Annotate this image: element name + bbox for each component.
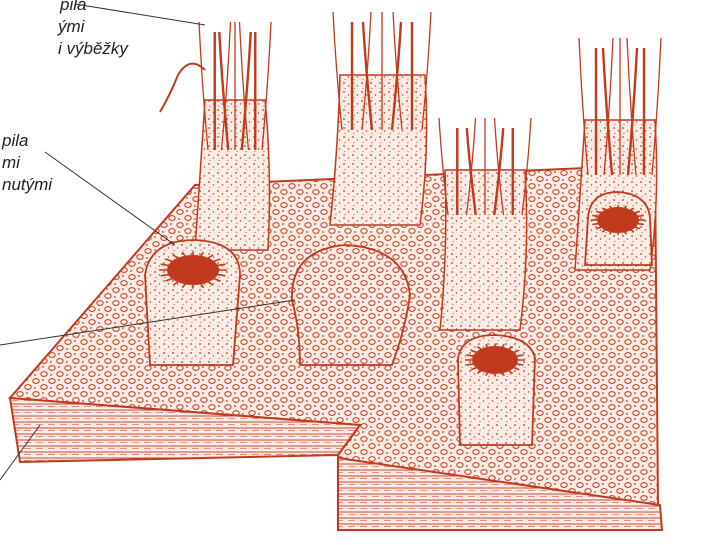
label-middle-line-3: nutými <box>0 174 52 196</box>
curled-hair <box>160 64 205 112</box>
label-middle-line-1: pila <box>0 130 52 152</box>
hair-strand <box>333 12 342 130</box>
label-middle-line-2: mi <box>0 152 52 174</box>
leader-line-middle <box>45 152 175 245</box>
label-middle: pila mi nutými <box>0 130 52 196</box>
label-top-line-3: i výběžky <box>0 38 128 60</box>
label-top-line-2: ými <box>0 16 128 38</box>
label-top-line-1: pila <box>0 0 128 16</box>
label-top: pila ými i výběžky <box>0 0 128 60</box>
papilla-cell-front <box>458 335 535 445</box>
domed-cell <box>292 245 410 365</box>
